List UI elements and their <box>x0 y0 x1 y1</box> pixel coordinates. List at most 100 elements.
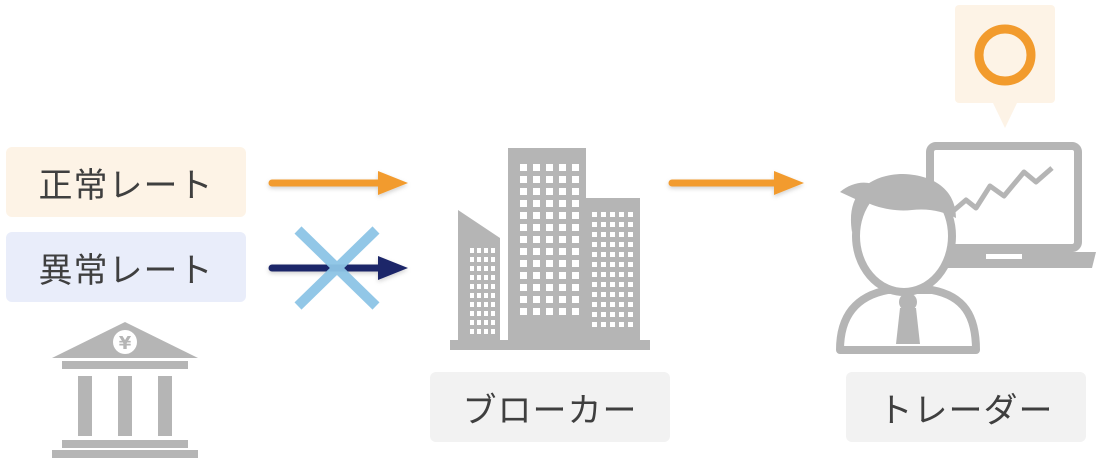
building-window <box>470 275 474 280</box>
building-window <box>491 329 495 334</box>
bank-icon: ¥ <box>52 322 198 458</box>
building-window <box>592 312 597 317</box>
building-window <box>628 282 633 287</box>
building-window <box>572 188 579 195</box>
building-window <box>491 284 495 289</box>
building-window <box>533 188 540 195</box>
building-window <box>610 272 615 277</box>
building-window <box>520 236 527 243</box>
building-window <box>546 236 553 243</box>
abnormal-rate-label: 異常レート <box>6 232 246 302</box>
building-window <box>601 322 606 327</box>
building-window <box>491 311 495 316</box>
building-window <box>610 212 615 217</box>
building-window <box>559 200 566 207</box>
building-window <box>477 275 481 280</box>
building-window <box>533 236 540 243</box>
building-window <box>491 320 495 325</box>
building-window <box>572 248 579 255</box>
building-window <box>559 260 566 267</box>
building-window <box>520 164 527 171</box>
building-window <box>619 272 624 277</box>
building-window <box>484 302 488 307</box>
building-window <box>470 329 474 334</box>
building-window <box>484 293 488 298</box>
building-window <box>572 224 579 231</box>
building-window <box>619 262 624 267</box>
building-window <box>572 308 579 315</box>
building-window <box>491 302 495 307</box>
building-window <box>592 302 597 307</box>
building-window <box>520 272 527 279</box>
building-window <box>484 248 488 253</box>
building-window <box>546 212 553 219</box>
circle-o-icon <box>974 24 1036 86</box>
building-window <box>533 224 540 231</box>
building-window <box>628 252 633 257</box>
building-window <box>470 248 474 253</box>
building-window <box>546 248 553 255</box>
building-window <box>559 224 566 231</box>
building-window <box>572 260 579 267</box>
building-window <box>628 232 633 237</box>
building-window <box>601 262 606 267</box>
building-window <box>533 296 540 303</box>
building-window <box>628 272 633 277</box>
building-window <box>533 260 540 267</box>
yen-symbol: ¥ <box>119 333 132 354</box>
building-window <box>477 329 481 334</box>
building-window <box>484 275 488 280</box>
building-window <box>477 257 481 262</box>
building-window <box>601 282 606 287</box>
building-window <box>520 248 527 255</box>
building-window <box>610 322 615 327</box>
building-window <box>546 296 553 303</box>
building-window <box>470 311 474 316</box>
building-window <box>470 266 474 271</box>
building-window <box>491 266 495 271</box>
building-window <box>601 242 606 247</box>
building-window <box>610 302 615 307</box>
building-window <box>628 222 633 227</box>
building-window <box>619 312 624 317</box>
building-window <box>572 176 579 183</box>
building-window <box>572 236 579 243</box>
normal-rate-arrow <box>268 171 408 195</box>
building-window <box>572 272 579 279</box>
building-window <box>592 282 597 287</box>
building-window <box>484 284 488 289</box>
building-window <box>610 222 615 227</box>
building-window <box>470 320 474 325</box>
building-window <box>546 272 553 279</box>
building-window <box>572 212 579 219</box>
building-window <box>533 176 540 183</box>
building-window <box>546 224 553 231</box>
building-window <box>520 188 527 195</box>
building-window <box>520 260 527 267</box>
building-window <box>619 252 624 257</box>
building-window <box>572 200 579 207</box>
building-window <box>592 252 597 257</box>
building-window <box>619 212 624 217</box>
building-window <box>610 232 615 237</box>
building-window <box>628 302 633 307</box>
building-window <box>619 232 624 237</box>
building-window <box>470 257 474 262</box>
building-window <box>572 164 579 171</box>
normal-rate-text: 正常レート <box>38 165 214 206</box>
building-window <box>491 293 495 298</box>
broker-label: ブローカー <box>430 372 670 442</box>
building-window <box>628 322 633 327</box>
building-window <box>592 212 597 217</box>
building-window <box>470 293 474 298</box>
building-window <box>546 284 553 291</box>
building-window <box>601 232 606 237</box>
approval-bubble <box>955 5 1055 128</box>
trader-label: トレーダー <box>846 372 1086 442</box>
building-window <box>610 312 615 317</box>
building-window <box>572 284 579 291</box>
building-window <box>546 188 553 195</box>
building-window <box>477 284 481 289</box>
building-window <box>628 262 633 267</box>
